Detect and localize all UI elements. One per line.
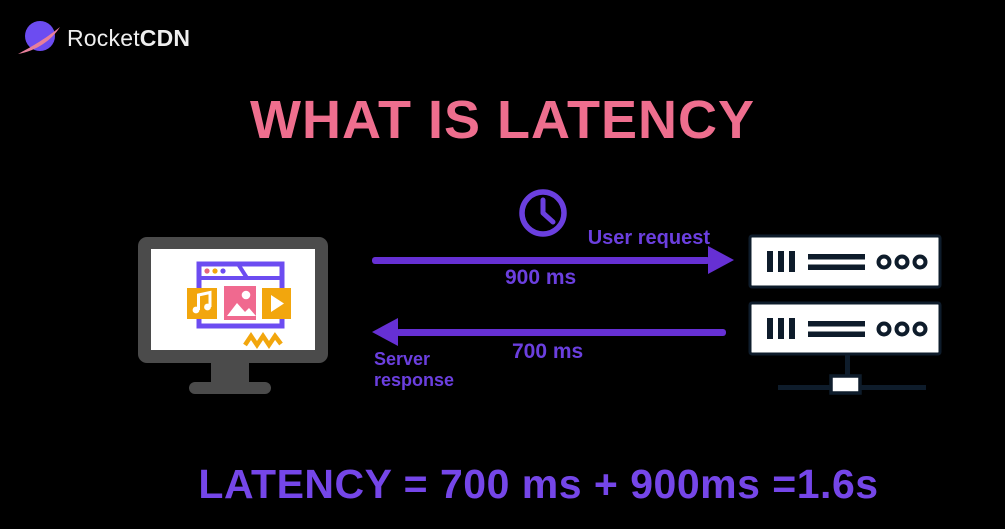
brand-regular: Rocket xyxy=(67,24,140,51)
response-label: Server response xyxy=(374,349,455,390)
response-time: 700 ms xyxy=(512,340,584,363)
server-rack-icon xyxy=(748,234,942,395)
latency-formula: LATENCY = 700 ms + 900ms =1.6s xyxy=(198,461,879,507)
page-title: WHAT IS LATENCY xyxy=(250,90,755,150)
brand-bold: CDN xyxy=(139,24,191,51)
arrow-left-icon xyxy=(396,329,726,336)
desktop-monitor-media-browser-icon xyxy=(138,237,328,394)
arrow-right-head-icon xyxy=(708,246,734,274)
clock-icon xyxy=(519,189,567,237)
rocketcdn-logo: RocketCDN xyxy=(17,15,190,61)
brand-text: RocketCDN xyxy=(67,25,190,52)
arrow-left-head-icon xyxy=(372,318,398,346)
planet-ring-icon xyxy=(18,21,60,54)
request-time: 900 ms xyxy=(505,266,577,289)
arrow-right-icon xyxy=(372,257,710,264)
request-label: User request xyxy=(587,227,710,249)
